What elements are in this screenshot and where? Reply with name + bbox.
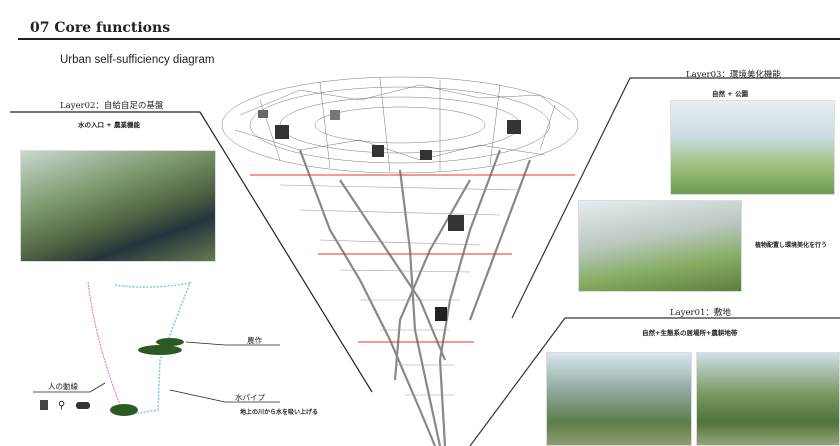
- title-divider: [18, 38, 840, 40]
- trunk-node: [448, 215, 464, 231]
- layer01-caption: 自然+生態系の居場所+農耕地帯: [642, 329, 738, 337]
- section-title: 07 Core functions: [30, 20, 171, 36]
- human-flow-leader: [33, 382, 106, 393]
- layer02-leader-line: [10, 111, 373, 393]
- water-pipe-label: 水パイプ: [235, 393, 265, 402]
- farming-leader: [185, 341, 280, 346]
- bicycle-icon: ⚲: [58, 400, 66, 411]
- layer03-render-image-1: [670, 100, 835, 195]
- bus-icon: [76, 402, 90, 409]
- layer01-leader-line: [469, 317, 840, 446]
- water-pipe-note: 地上の川から水を吸い上げる: [240, 409, 319, 416]
- layer02-caption: 水の入口 + 農業機能: [78, 121, 140, 129]
- layer02-render-image: [20, 150, 216, 262]
- water-pipe-leader: [169, 389, 280, 403]
- layer03-caption: 自然 + 公園: [712, 90, 748, 98]
- farm-platform-upper: [156, 338, 184, 346]
- farm-platform-middle: [138, 345, 182, 355]
- layer01-title: Layer01：敷地: [670, 308, 731, 318]
- layer03-leader-line: [511, 77, 840, 319]
- farm-platform-lower: [110, 404, 138, 416]
- human-flow-label: 人の動線: [48, 382, 78, 391]
- person-icon: [40, 400, 48, 410]
- layer02-title: Layer02：自給自足の基盤: [60, 101, 164, 111]
- layer03-title: Layer03：環境美化機能: [686, 70, 781, 80]
- human-flow-path: [87, 281, 121, 406]
- layer03-note: 植物配置し環境美化を行う: [755, 242, 828, 249]
- diagram-subtitle: Urban self-sufficiency diagram: [60, 54, 215, 66]
- farming-label: 農作: [247, 336, 262, 345]
- branch-lines: [279, 184, 521, 396]
- layer01-render-image-2: [696, 352, 840, 446]
- layer01-render-image-1: [546, 352, 692, 446]
- cloud-nodes: [258, 110, 521, 160]
- water-pipe-path: [114, 282, 192, 416]
- layer03-render-image-2: [578, 200, 742, 292]
- trunk-node: [435, 307, 447, 321]
- trunk-structure: [298, 149, 532, 446]
